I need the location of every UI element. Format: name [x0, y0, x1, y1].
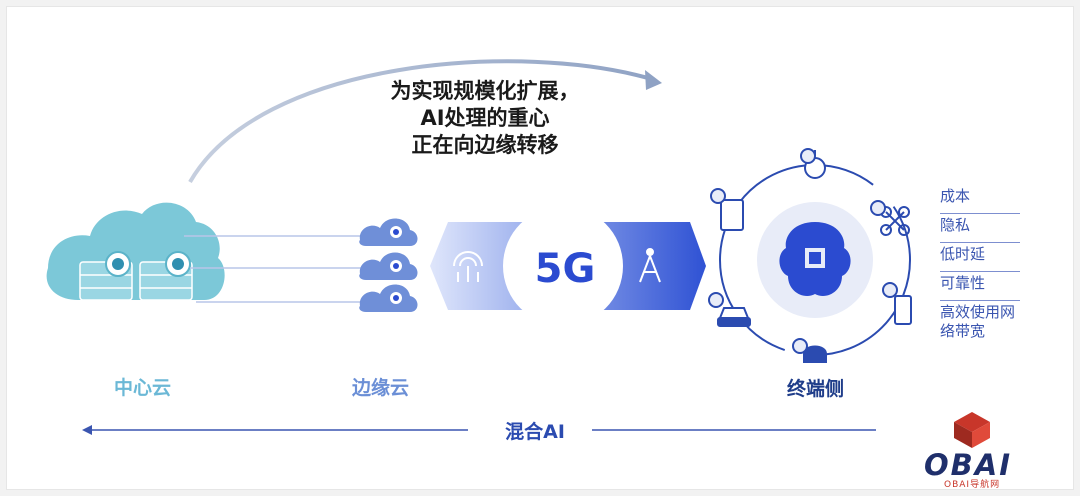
- logo-subtext: OBAI导航网: [944, 480, 1001, 490]
- car-icon: [708, 292, 751, 327]
- center-cloud-label: 中心云: [114, 377, 172, 399]
- headset-icon: [792, 338, 827, 363]
- watch-icon: [800, 148, 826, 179]
- edge-cloud-icon-2: [359, 252, 418, 280]
- 5g-circle: [503, 206, 623, 326]
- device-side-label: 终端侧: [787, 378, 845, 400]
- shift-arc-arrowhead: [645, 70, 662, 90]
- cell-tower-icon: [639, 248, 661, 283]
- benefit-reliability: 可靠性: [940, 272, 1020, 301]
- benefit-bandwidth: 高效使用网络带宽: [940, 303, 1016, 340]
- center-cloud-icon: [46, 202, 225, 301]
- drone-icon: [870, 200, 910, 236]
- brain-icon: [779, 222, 851, 296]
- headline-line-2: AI处理的重心: [420, 106, 550, 130]
- benefits-list: 成本 隐私 低时延 可靠性 高效使用网络带宽: [940, 185, 1020, 348]
- benefit-latency: 低时延: [940, 243, 1020, 272]
- shift-arc-arrow: [188, 59, 656, 183]
- edge-cloud-icon-3: [359, 284, 418, 312]
- edge-cloud-label: 边缘云: [352, 377, 410, 399]
- phone-icon: [882, 282, 912, 325]
- 5g-label: 5G: [534, 246, 596, 292]
- obai-logo-icon: [954, 412, 990, 448]
- logo-text: OBAI: [924, 448, 1012, 482]
- hybrid-ai-label: 混合AI: [505, 421, 565, 443]
- antenna-icon: [453, 251, 483, 282]
- benefit-privacy: 隐私: [940, 214, 1020, 243]
- headline-line-3: 正在向边缘转移: [411, 133, 559, 157]
- headline-line-1: 为实现规模化扩展，: [390, 79, 580, 103]
- headline: 为实现规模化扩展， AI处理的重心 正在向边缘转移: [370, 78, 600, 159]
- benefit-cost: 成本: [940, 185, 1020, 214]
- edge-cloud-icon-1: [359, 218, 418, 246]
- tablet-icon: [710, 188, 744, 231]
